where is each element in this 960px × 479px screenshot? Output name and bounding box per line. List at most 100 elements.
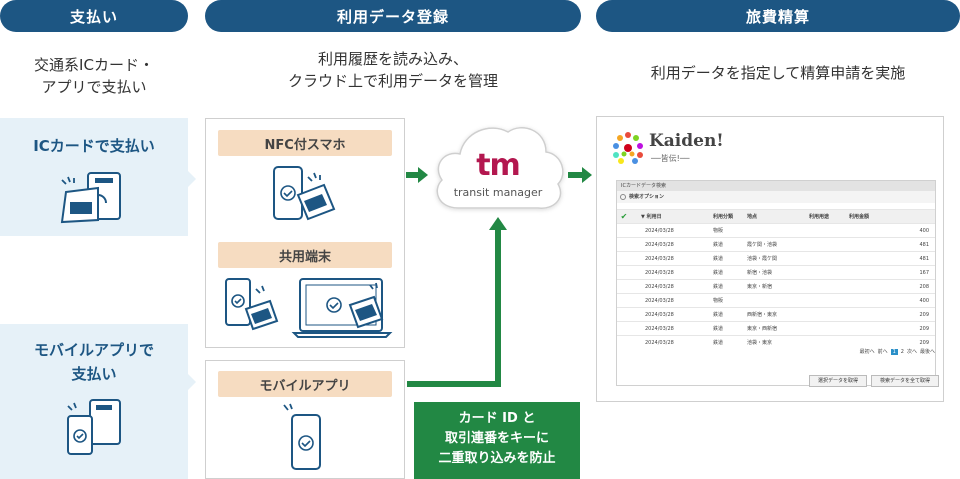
nfc-smartphone-icon <box>273 166 336 221</box>
cell-category: 物販 <box>713 228 724 234</box>
ic-card-data-table: ICカードデータ検索 検索オプション ✔ ▼ 利用日 利用分類 地点 利用用途 … <box>616 180 936 386</box>
cell-location: 霞ケ関・池袋 <box>747 242 778 248</box>
cell-amount: 209 <box>919 311 929 318</box>
shared-terminal-icon <box>225 278 393 338</box>
table-row[interactable]: 2024/03/28 鉄道 西新宿・東京 209 <box>617 307 935 321</box>
pager-last[interactable]: 最後へ <box>919 349 935 355</box>
search-option-radio-icon <box>620 194 626 200</box>
pager-prev[interactable]: 前へ <box>877 349 888 355</box>
get-selected-data-button[interactable]: 選択データを取得 <box>809 375 867 387</box>
search-option-toggle[interactable]: 検索オプション <box>617 191 935 203</box>
cloud-transit-manager: tm transit manager <box>428 118 568 218</box>
select-all-check-icon[interactable]: ✔ <box>620 212 628 221</box>
settle-desc-line1: 利用データを指定して精算申請を実施 <box>650 64 906 82</box>
cell-location: 新宿・池袋 <box>747 270 773 276</box>
cell-date: 2024/03/28 <box>645 339 674 346</box>
arrow-cloud-to-kaiden <box>568 167 592 183</box>
cell-amount: 209 <box>919 339 929 346</box>
cell-category: 物販 <box>713 298 724 304</box>
cell-category: 鉄道 <box>713 242 724 248</box>
search-option-label: 検索オプション <box>629 194 665 200</box>
ic-card-payment-box: ICカードで支払い <box>0 118 188 236</box>
cell-category: 鉄道 <box>713 284 724 290</box>
cell-amount: 400 <box>919 297 929 304</box>
kaiden-logo-dots-icon <box>613 132 643 164</box>
settle-description: 利用データを指定して精算申請を実施 <box>596 62 960 84</box>
payment-description: 交通系ICカード・ アプリで支払い <box>0 54 188 98</box>
mobile-payment-line2: 支払い <box>71 365 117 383</box>
arrow-mobile-to-cloud <box>407 217 507 387</box>
cell-date: 2024/03/28 <box>645 241 674 248</box>
ic-box-pointer <box>188 171 196 187</box>
cell-location: 池袋・東京 <box>747 340 773 346</box>
pager-first[interactable]: 最初へ <box>859 349 875 355</box>
cell-category: 鉄道 <box>713 340 724 346</box>
arrow-devices-to-cloud <box>406 167 428 183</box>
pager-next[interactable]: 次へ <box>906 349 917 355</box>
cell-amount: 167 <box>919 269 929 276</box>
cell-date: 2024/03/28 <box>645 269 674 276</box>
mobile-payment-icon <box>67 399 121 455</box>
cell-location: 東京・新宿 <box>747 284 773 290</box>
header-date[interactable]: ▼ 利用日 <box>641 214 662 220</box>
note-line1: カード ID と <box>458 411 536 426</box>
settle-title-pill: 旅費精算 <box>596 0 960 32</box>
cell-date: 2024/03/28 <box>645 227 674 234</box>
header-purpose[interactable]: 利用用途 <box>809 214 830 220</box>
note-line3: 二重取り込みを防止 <box>438 451 556 466</box>
duplicate-prevention-note: カード ID と 取引連番をキーに 二重取り込みを防止 <box>414 402 580 479</box>
kaiden-logo-sub: ──皆伝!── <box>651 154 690 163</box>
mobile-app-card: モバイルアプリ <box>205 360 405 479</box>
cell-amount: 208 <box>919 283 929 290</box>
payment-title-pill: 支払い <box>0 0 188 32</box>
table-header-row: ✔ ▼ 利用日 利用分類 地点 利用用途 利用金額 <box>617 209 935 223</box>
header-location[interactable]: 地点 <box>747 214 758 220</box>
table-panel-title: ICカードデータ検索 <box>617 181 935 191</box>
cloud-icon <box>436 127 564 209</box>
note-line2: 取引連番をキーに <box>444 431 549 446</box>
pager-page-2[interactable]: 2 <box>900 348 904 355</box>
table-row[interactable]: 2024/03/28 鉄道 東京・新宿 208 <box>617 279 935 293</box>
ic-card-icon <box>60 172 121 224</box>
register-desc-line1: 利用履歴を読み込み、 <box>317 50 468 68</box>
register-description: 利用履歴を読み込み、 クラウド上で利用データを管理 <box>205 48 581 92</box>
cell-location: 池袋・霞ケ関 <box>747 256 778 262</box>
cell-location: 西新宿・東京 <box>747 312 778 318</box>
cell-date: 2024/03/28 <box>645 325 674 332</box>
kaiden-logo-text: Kaiden! <box>649 131 724 151</box>
table-row[interactable]: 2024/03/28 鉄道 池袋・東京 209 <box>617 335 935 349</box>
mobile-app-phone-icon <box>283 403 321 470</box>
cell-amount: 481 <box>919 241 929 248</box>
cell-category: 鉄道 <box>713 270 724 276</box>
pagination: 最初へ 前へ 1 2 次へ 最後へ <box>860 348 935 355</box>
cell-amount: 481 <box>919 255 929 262</box>
cell-date: 2024/03/28 <box>645 311 674 318</box>
header-category[interactable]: 利用分類 <box>713 214 734 220</box>
cell-date: 2024/03/28 <box>645 283 674 290</box>
cell-category: 鉄道 <box>713 326 724 332</box>
table-row[interactable]: 2024/03/28 鉄道 霞ケ関・池袋 481 <box>617 237 935 251</box>
payment-desc-line1: 交通系ICカード・ <box>34 56 154 74</box>
register-title-pill: 利用データ登録 <box>205 0 581 32</box>
cell-category: 鉄道 <box>713 312 724 318</box>
header-amount[interactable]: 利用金額 <box>849 214 870 220</box>
shared-terminal-tag: 共用端末 <box>218 242 392 268</box>
table-row[interactable]: 2024/03/28 鉄道 新宿・池袋 167 <box>617 265 935 279</box>
pager-page-1[interactable]: 1 <box>890 348 898 355</box>
mobile-box-pointer <box>188 374 196 390</box>
payment-desc-line2: アプリで支払い <box>41 78 147 96</box>
nfc-smartphone-tag: NFC付スマホ <box>218 130 392 156</box>
register-desc-line2: クラウド上で利用データを管理 <box>287 72 498 90</box>
mobile-app-tag: モバイルアプリ <box>218 371 392 397</box>
cell-date: 2024/03/28 <box>645 255 674 262</box>
kaiden-screenshot: Kaiden! ──皆伝!── ICカードデータ検索 検索オプション ✔ ▼ 利… <box>596 116 944 402</box>
transit-manager-logo: tm <box>476 148 521 183</box>
devices-card: NFC付スマホ 共用端末 <box>205 118 405 348</box>
get-all-search-data-button[interactable]: 検索データを全て取得 <box>871 375 939 387</box>
